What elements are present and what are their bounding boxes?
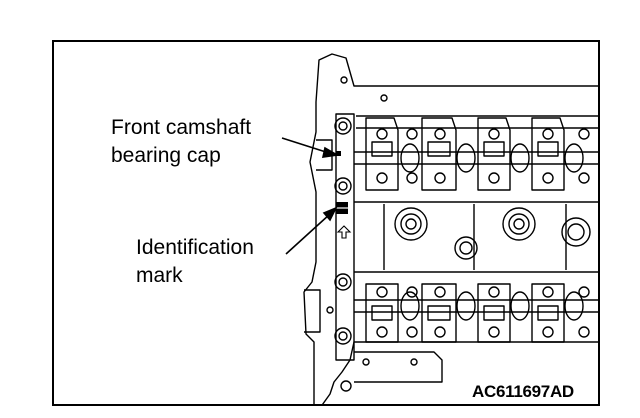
bearing-cap-bolts xyxy=(376,128,590,338)
figure-id: AC611697AD xyxy=(472,382,574,401)
identification-mark-label-line2: mark xyxy=(136,264,183,287)
front-cap-bolts xyxy=(334,117,352,345)
upper-bearing-caps xyxy=(365,117,565,191)
identification-leader xyxy=(285,213,331,255)
upper-camshaft xyxy=(354,151,598,165)
illustration-frame: Front camshaft bearing cap Identificatio… xyxy=(52,40,600,406)
identification-mark-label-line1: Identification xyxy=(136,236,254,259)
front-plate xyxy=(335,113,355,361)
front-camshaft-bearing-cap-label-line1: Front camshaft xyxy=(111,116,252,139)
cylinder-head-drawing xyxy=(281,53,598,404)
lower-bearing-caps xyxy=(365,283,565,343)
front-cap-leader-arrow xyxy=(321,146,340,158)
cylinder-head-outline xyxy=(303,53,598,404)
spark-plug-bores xyxy=(394,207,591,260)
identification-leader-arrow xyxy=(322,206,338,222)
front-cap-leader xyxy=(281,137,330,154)
cap-arrow-symbol xyxy=(336,225,352,239)
front-camshaft-bearing-cap-label-line2: bearing cap xyxy=(111,144,221,167)
center-deck xyxy=(354,201,598,273)
cam-lobes xyxy=(400,143,584,321)
